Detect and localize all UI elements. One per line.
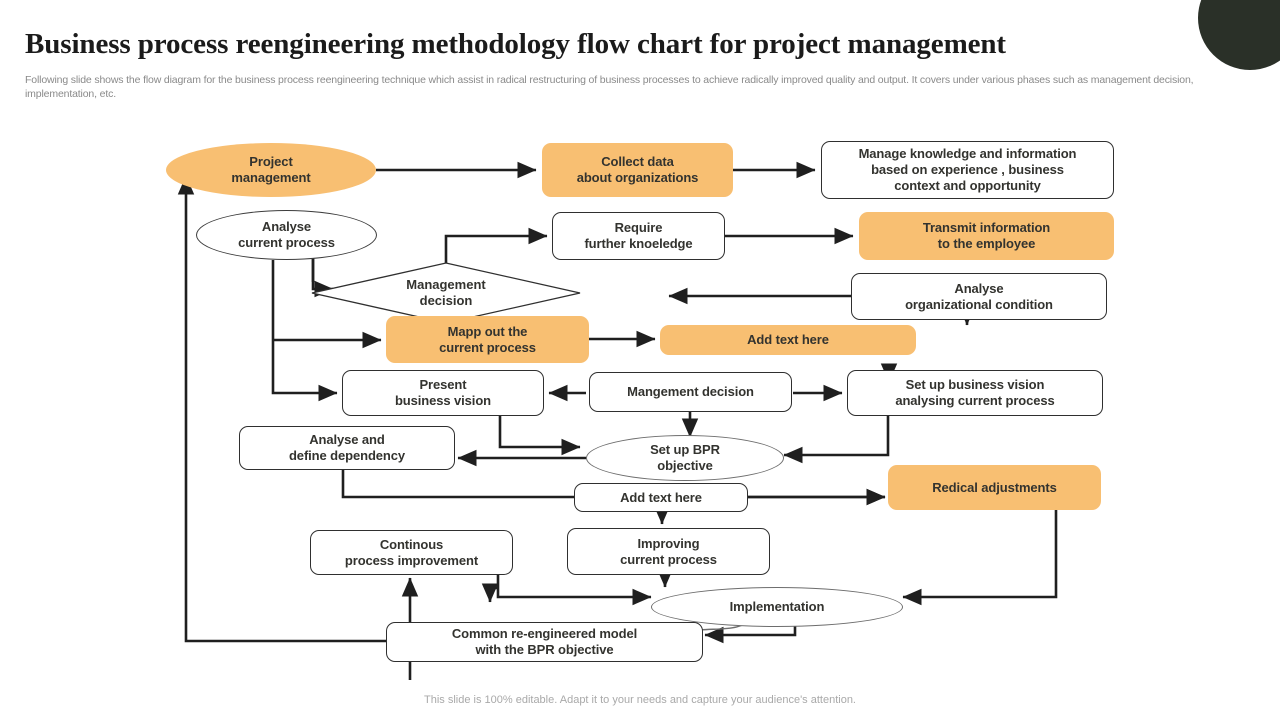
- node-label: Analyse organizational condition: [905, 280, 1053, 312]
- node-continous-process-improvement[interactable]: Continous process improvement: [310, 530, 513, 575]
- node-common-re-engineered-model[interactable]: Common re-engineered model with the BPR …: [386, 622, 703, 662]
- node-label: Mangement decision: [627, 384, 754, 399]
- node-transmit-information[interactable]: Transmit information to the employee: [859, 212, 1114, 260]
- node-management-decision[interactable]: Management decision: [311, 262, 581, 324]
- node-set-up-business-vision[interactable]: Set up business vision analysing current…: [847, 370, 1103, 416]
- node-analyse-current-process[interactable]: Analyse current process: [196, 210, 377, 260]
- node-implementation[interactable]: Implementation: [651, 587, 903, 627]
- node-label: Add text here: [620, 489, 702, 505]
- node-redical-adjustments[interactable]: Redical adjustments: [888, 465, 1101, 510]
- node-label: Common re-engineered model with the BPR …: [451, 626, 638, 657]
- node-label: Transmit information to the employee: [922, 220, 1051, 251]
- node-label: Set up business vision analysing current…: [895, 377, 1055, 408]
- page-subtitle: Following slide shows the flow diagram f…: [25, 74, 1194, 100]
- node-manage-knowledge[interactable]: Manage knowledge and information based o…: [821, 141, 1114, 199]
- flow-chart: Project management Collect data about or…: [0, 110, 1280, 680]
- node-require-further-knowledge[interactable]: Require further knoeledge: [552, 212, 725, 260]
- node-present-business-vision[interactable]: Present business vision: [342, 370, 544, 416]
- node-label: Add text here: [747, 332, 829, 347]
- node-label: Manage knowledge and information based o…: [858, 146, 1077, 193]
- node-mapp-out-current-process[interactable]: Mapp out the current process: [386, 316, 589, 363]
- page-title: Business process reengineering methodolo…: [25, 28, 1006, 60]
- node-label: Implementation: [729, 599, 825, 614]
- node-add-text-here-2[interactable]: Add text here: [574, 483, 748, 512]
- slide-footer-note: This slide is 100% editable. Adapt it to…: [424, 694, 856, 706]
- node-label: Mapp out the current process: [439, 323, 536, 355]
- node-label: Project management: [231, 154, 311, 185]
- node-analyse-define-dependency[interactable]: Analyse and define dependency: [239, 426, 455, 470]
- node-label: Analyse current process: [238, 219, 335, 250]
- node-label: Present business vision: [394, 377, 492, 408]
- node-label: Continous process improvement: [344, 536, 479, 568]
- decorative-corner-circle: [1198, 0, 1280, 70]
- node-analyse-organizational-condition[interactable]: Analyse organizational condition: [851, 273, 1107, 320]
- node-collect-data[interactable]: Collect data about organizations: [542, 143, 733, 197]
- node-label: Collect data about organizations: [576, 154, 699, 185]
- node-label: Require further knoeledge: [584, 220, 693, 251]
- node-project-management[interactable]: Project management: [166, 143, 376, 197]
- node-improving-current-process[interactable]: Improving current process: [567, 528, 770, 575]
- node-label: Improving current process: [620, 535, 717, 567]
- node-set-up-bpr-objective[interactable]: Set up BPR objective: [586, 435, 784, 481]
- node-mangement-decision[interactable]: Mangement decision: [589, 372, 792, 412]
- node-label: Analyse and define dependency: [288, 432, 406, 463]
- node-label: Redical adjustments: [932, 479, 1057, 495]
- node-label: Set up BPR objective: [650, 442, 720, 473]
- node-add-text-here-1[interactable]: Add text here: [660, 325, 916, 355]
- node-label: Management decision: [406, 277, 486, 308]
